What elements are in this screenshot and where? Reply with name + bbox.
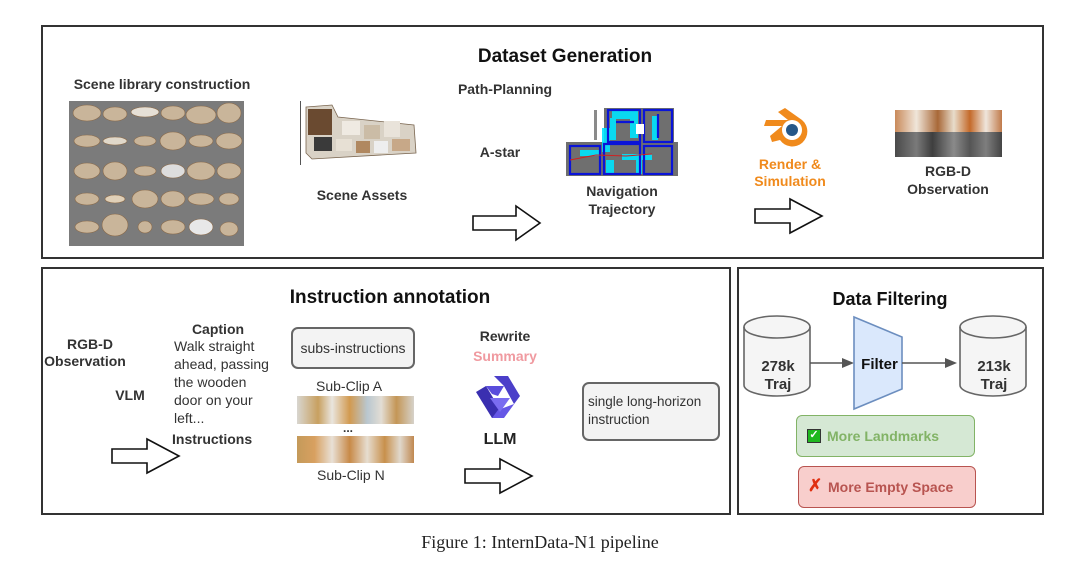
subclip-a-label: Sub-Clip A	[316, 378, 383, 394]
long-horizon-line2: instruction	[588, 412, 650, 427]
subclip-n-frames	[297, 436, 414, 463]
figure-caption: Figure 1: InternData-N1 pipeline	[421, 532, 659, 552]
keep-criterion-label: More Landmarks	[827, 428, 940, 444]
rgb-frame	[895, 110, 1002, 132]
subclip-n-label: Sub-Clip N	[317, 467, 385, 483]
astar-label: A-star	[479, 144, 521, 160]
output-database-icon	[959, 315, 1027, 397]
filter-funnel-icon	[853, 315, 903, 411]
rgbd-input-line1: RGB-D	[67, 336, 113, 352]
drop-criterion-label: More Empty Space	[828, 479, 954, 495]
navigation-trajectory-map	[566, 108, 678, 176]
long-horizon-instruction-box: single long-horizon instruction	[582, 382, 720, 441]
rgbd-observation-line2: Observation	[907, 181, 989, 197]
caption-text-line2: ahead, passing	[174, 356, 269, 372]
scene-assets-image	[300, 101, 418, 165]
render-simulation-line2: Simulation	[754, 173, 826, 189]
rgbd-input-line2: Observation	[44, 353, 126, 369]
check-icon: ✓	[807, 429, 821, 443]
blender-logo-icon	[764, 108, 808, 147]
filter-label: Filter	[861, 356, 898, 373]
output-db-line1: 213k	[977, 358, 1011, 375]
arrow-to-observation-icon	[754, 197, 824, 235]
data-filtering-title: Data Filtering	[832, 289, 948, 309]
llm-label: LLM	[483, 431, 517, 448]
scene-library-label: Scene library construction	[73, 76, 251, 92]
subclip-a-frames	[297, 396, 414, 424]
arrow-llm-to-output-icon	[464, 457, 534, 495]
input-database-icon	[743, 315, 811, 397]
keep-criterion-box: ✓ More Landmarks	[796, 415, 975, 457]
instructions-label: Instructions	[172, 431, 253, 447]
input-db-line2: Traj	[764, 376, 792, 393]
caption-text-line4: door on your	[174, 392, 253, 408]
filtering-flow-diagram	[743, 315, 1027, 411]
arrow-to-trajectory-icon	[472, 204, 542, 242]
instruction-annotation-title: Instruction annotation	[289, 287, 491, 308]
long-horizon-line1: single long-horizon	[588, 394, 702, 409]
render-simulation-line1: Render &	[758, 156, 822, 172]
subs-instructions-box: subs-instructions	[291, 327, 415, 369]
rewrite-label: Rewrite	[479, 328, 531, 344]
caption-text-line5: left...	[174, 410, 205, 426]
scene-library-thumbnails	[72, 102, 243, 237]
arrow-vlm-to-instructions-icon	[111, 437, 181, 475]
vlm-label: VLM	[115, 387, 145, 403]
dataset-generation-title: Dataset Generation	[477, 46, 653, 67]
rgbd-observation-line1: RGB-D	[925, 163, 971, 179]
cross-icon: ✗	[808, 476, 823, 495]
subclip-ellipsis: ...	[343, 421, 354, 435]
caption-text-line3: the wooden	[174, 374, 247, 390]
navigation-trajectory-line2: Trajectory	[588, 201, 656, 217]
path-planning-label: Path-Planning	[457, 81, 553, 97]
navigation-trajectory-line1: Navigation	[586, 183, 658, 199]
caption-text-line1: Walk straight	[174, 338, 255, 354]
input-db-line1: 278k	[761, 358, 795, 375]
scene-assets-edge	[300, 101, 301, 165]
scene-assets-3d-house	[305, 104, 417, 160]
summary-label: Summary	[473, 348, 537, 364]
depth-frame	[895, 132, 1002, 157]
drop-criterion-box: ✗ More Empty Space	[798, 466, 976, 508]
rgbd-observation-image	[895, 110, 1002, 157]
caption-label: Caption	[191, 321, 245, 337]
scene-library-image	[69, 101, 244, 246]
scene-assets-label: Scene Assets	[316, 187, 408, 203]
subs-instructions-text: subs-instructions	[300, 340, 406, 356]
llm-logo-icon	[476, 376, 520, 418]
output-db-line2: Traj	[980, 376, 1008, 393]
